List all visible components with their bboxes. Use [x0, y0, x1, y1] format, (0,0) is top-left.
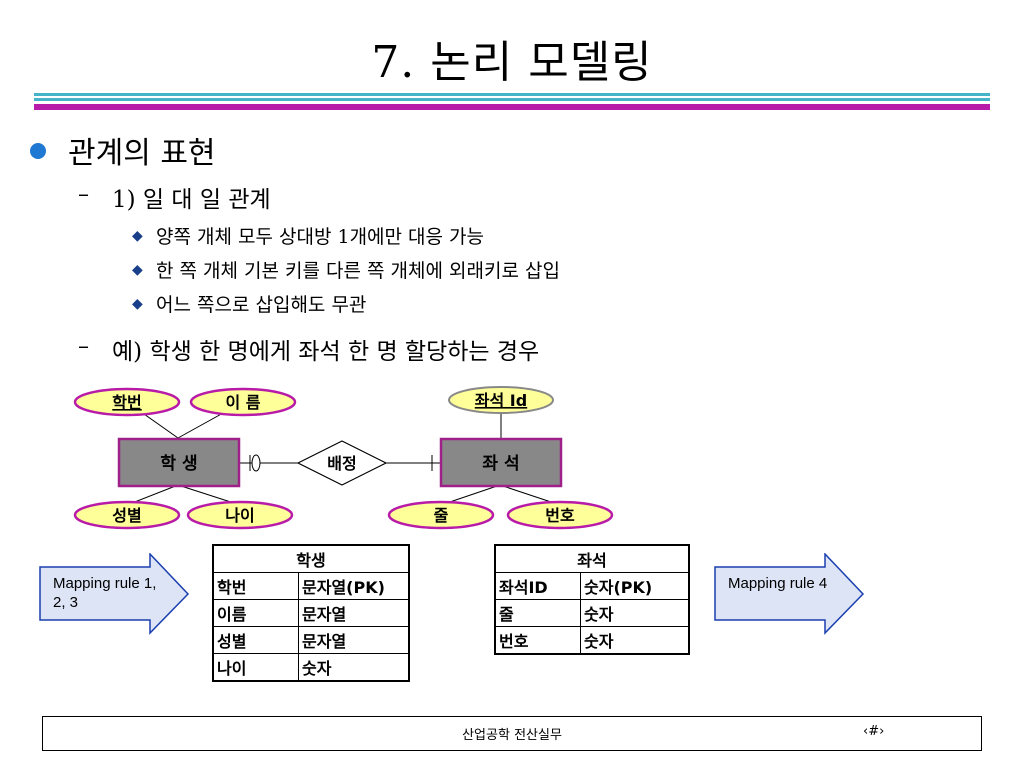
entity-seat: 좌 석 — [439, 437, 563, 488]
footer-course-name: 산업공학 전산실무 — [462, 728, 562, 743]
table-title: 좌석 — [494, 544, 690, 573]
title-rule-teal-1 — [34, 93, 990, 96]
diamond-icon: ◆ — [132, 262, 143, 278]
entity-student: 학 생 — [117, 437, 241, 488]
attr-name: 이 름 — [189, 387, 297, 417]
svg-text:성별: 성별 — [112, 506, 141, 525]
attr-row: 줄 — [387, 500, 495, 530]
attr-gender: 성별 — [73, 500, 181, 530]
bullet-sub1: 1) 일 대 일 관계 — [112, 187, 271, 213]
table-cell: 숫자 — [298, 653, 410, 682]
table-cell: 줄 — [494, 599, 581, 627]
slide-title: 7. 논리 모델링 — [371, 37, 653, 88]
table-cell: 문자열 — [298, 599, 410, 627]
table-row: 줄 숫자 — [494, 599, 690, 627]
svg-text:학번: 학번 — [112, 393, 141, 412]
slide-footer: 산업공학 전산실무 ‹#› — [42, 716, 982, 751]
table-cell: 문자열 — [298, 626, 410, 654]
table-row: 번호 숫자 — [494, 626, 690, 655]
attr-age: 나이 — [186, 500, 294, 530]
table-cell: 숫자 — [580, 599, 690, 627]
relationship-assign: 배정 — [296, 440, 388, 486]
svg-text:좌석 Id: 좌석 Id — [475, 391, 527, 410]
table-title: 학생 — [212, 544, 410, 573]
svg-text:나이: 나이 — [225, 506, 254, 525]
table-student: 학생 학번 문자열(PK) 이름 문자열 성별 문자열 나이 숫자 — [212, 544, 410, 682]
table-cell: 문자열(PK) — [298, 572, 410, 600]
table-cell: 숫자 — [580, 626, 690, 655]
title-rule-teal-2 — [34, 98, 990, 101]
bullet-item-2: 한 쪽 개체 기본 키를 다른 쪽 개체에 외래키로 삽입 — [156, 260, 560, 282]
table-seat: 좌석 좌석ID 숫자(PK) 줄 숫자 번호 숫자 — [494, 544, 690, 655]
attr-seat-id: 좌석 Id — [448, 386, 554, 414]
table-cell: 나이 — [212, 653, 299, 682]
attr-student-id: 학번 — [73, 387, 181, 417]
table-row: 나이 숫자 — [212, 653, 410, 682]
svg-text:이 름: 이 름 — [225, 393, 260, 412]
table-cell: 번호 — [494, 626, 581, 655]
attr-number: 번호 — [506, 500, 614, 530]
svg-text:좌 석: 좌 석 — [482, 454, 519, 474]
cardinality-optional-circle — [251, 454, 261, 472]
dash-icon: – — [78, 182, 89, 207]
table-row: 학번 문자열(PK) — [212, 572, 410, 600]
table-cell: 좌석ID — [494, 572, 581, 600]
dash-icon: – — [78, 334, 89, 359]
svg-text:배정: 배정 — [327, 454, 356, 473]
table-row: 좌석ID 숫자(PK) — [494, 572, 690, 600]
table-row: 이름 문자열 — [212, 599, 410, 627]
mapping-rule-right-label: Mapping rule 4 — [728, 575, 828, 592]
table-cell: 이름 — [212, 599, 299, 627]
table-row: 성별 문자열 — [212, 626, 410, 654]
mapping-arrow-right — [714, 553, 865, 635]
table-cell: 학번 — [212, 572, 299, 600]
svg-text:번호: 번호 — [545, 506, 575, 525]
bullet-sub2: 예) 학생 한 명에게 좌석 한 명 할당하는 경우 — [112, 339, 540, 365]
table-cell: 성별 — [212, 626, 299, 654]
mapping-arrow-left — [39, 553, 190, 635]
diamond-icon: ◆ — [132, 228, 143, 244]
svg-text:학 생: 학 생 — [160, 454, 197, 474]
bullet-item-1: 양쪽 개체 모두 상대방 1개에만 대응 가능 — [156, 226, 485, 248]
mapping-rule-left-label: Mapping rule 1, 2, 3 — [53, 575, 157, 611]
bullet-item-3: 어느 쪽으로 삽입해도 무관 — [156, 294, 367, 316]
footer-page-number: ‹#› — [863, 724, 885, 739]
bullet-level1: 관계의 표현 — [68, 136, 216, 171]
diamond-icon: ◆ — [132, 296, 143, 312]
bullet-dot-icon — [30, 143, 46, 159]
title-rule-magenta — [34, 104, 990, 110]
table-cell: 숫자(PK) — [580, 572, 690, 600]
er-diagram: 학번 이 름 좌석 Id 성별 나이 줄 번호 학 생 좌 석 배정 — [73, 386, 614, 530]
svg-text:줄: 줄 — [434, 506, 449, 525]
